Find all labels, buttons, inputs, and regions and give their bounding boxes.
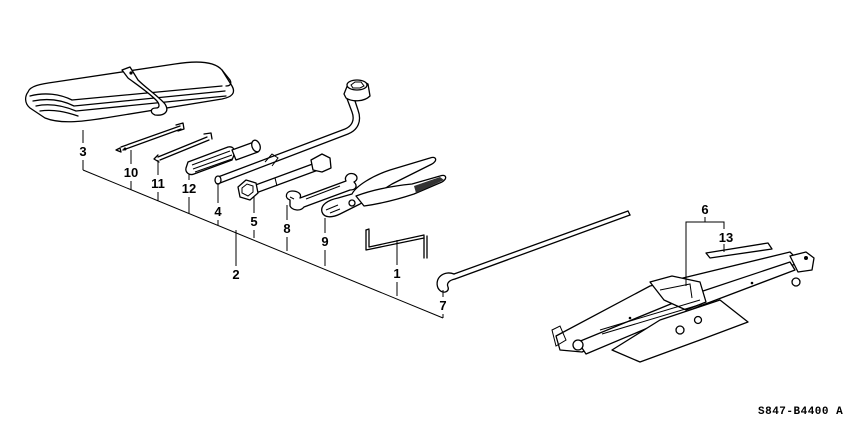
callout-7: 7 (439, 298, 447, 313)
jack-handle-bar-drawing (436, 210, 631, 293)
screwdriver-flat-drawing (153, 132, 213, 163)
callout-10: 10 (123, 165, 139, 180)
wheel-nut-wrench-drawing (214, 79, 371, 185)
open-end-wrench-drawing (285, 172, 358, 211)
callout-4: 4 (214, 204, 222, 219)
pliers-drawing (321, 156, 447, 218)
screwdriver-handle-drawing (185, 139, 261, 176)
callout-12: 12 (181, 181, 197, 196)
tool-bag-drawing (24, 61, 235, 123)
leader-lines (82, 130, 725, 319)
callout-9: 9 (321, 234, 329, 249)
callout-13: 13 (718, 230, 734, 245)
diagram-reference-code: S847-B4400 A (758, 406, 844, 418)
callout-2: 2 (232, 267, 240, 282)
jack-label-drawing (705, 242, 773, 259)
callout-6: 6 (701, 202, 709, 217)
scissor-jack-drawing (551, 251, 815, 363)
callout-5: 5 (250, 214, 258, 229)
screwdriver-phillips-drawing (115, 122, 185, 153)
jack-handle-crank-drawing (365, 228, 428, 259)
box-wrench-drawing (237, 153, 332, 201)
callout-3: 3 (79, 144, 87, 159)
callout-8: 8 (283, 221, 291, 236)
callout-11: 11 (151, 176, 165, 191)
callout-1: 1 (393, 266, 401, 281)
